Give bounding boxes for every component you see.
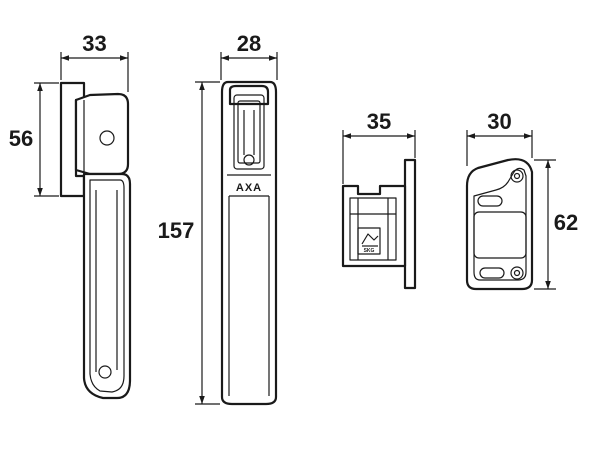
keeper-front-view [465,158,534,291]
dimension-label-62: 62 [554,210,578,235]
dimension-label-157: 157 [158,218,195,243]
dimension-front-height: 157 [158,81,220,405]
handle-front-view: AXA [220,80,278,406]
dimension-side-height: 56 [9,82,59,197]
handle-side-view [59,81,132,400]
dimension-side-width: 33 [60,31,129,92]
dimension-keeper-front-width: 30 [466,109,533,166]
dimension-label-35: 35 [367,109,391,134]
keeper-side-view: SKG [341,158,417,290]
dimension-label-30: 30 [487,109,511,134]
skg-label: SKG [364,248,375,254]
skg-certification-icon: SKG [357,227,381,255]
dimension-front-width: 28 [220,31,278,80]
dimension-keeper-side-width: 35 [342,109,416,184]
dimension-label-33: 33 [82,31,106,56]
dimension-label-56: 56 [9,126,33,151]
brand-logo-axa: AXA [236,182,262,194]
dimension-label-28: 28 [237,31,261,56]
dimension-keeper-front-height: 62 [534,159,578,290]
